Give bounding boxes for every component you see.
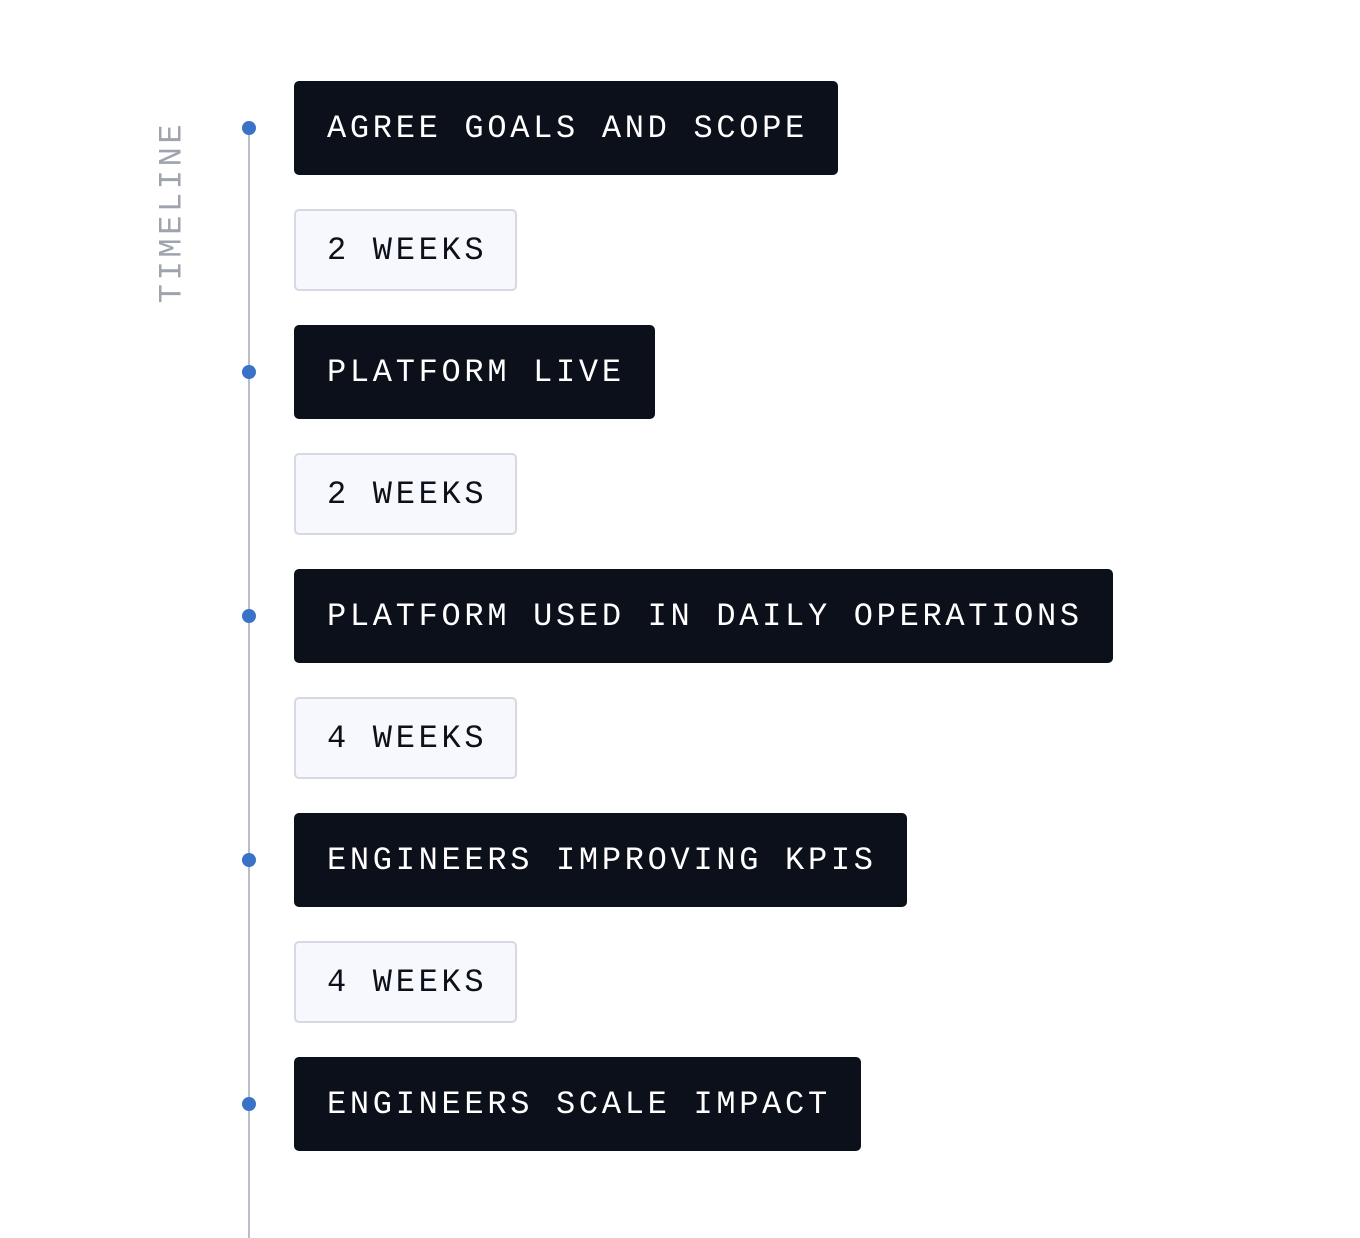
timeline-steps: AGREE GOALS AND SCOPE 2 WEEKS PLATFORM L…: [294, 81, 1113, 1151]
duration-badge: 2 WEEKS: [294, 209, 517, 291]
milestone-scale-impact: ENGINEERS SCALE IMPACT: [294, 1057, 861, 1151]
milestone-dot: [242, 1097, 256, 1111]
milestone-dot: [242, 853, 256, 867]
milestone-dot: [242, 609, 256, 623]
duration-badge: 4 WEEKS: [294, 697, 517, 779]
milestone-daily-operations: PLATFORM USED IN DAILY OPERATIONS: [294, 569, 1113, 663]
milestone-improving-kpis: ENGINEERS IMPROVING KPIS: [294, 813, 907, 907]
milestone-dot: [242, 365, 256, 379]
duration-badge: 2 WEEKS: [294, 453, 517, 535]
timeline-title: TIMELINE: [153, 120, 191, 304]
milestone-platform-live: PLATFORM LIVE: [294, 325, 655, 419]
duration-badge: 4 WEEKS: [294, 941, 517, 1023]
timeline-axis: [248, 128, 250, 1238]
milestone-dot: [242, 121, 256, 135]
milestone-agree-goals: AGREE GOALS AND SCOPE: [294, 81, 838, 175]
